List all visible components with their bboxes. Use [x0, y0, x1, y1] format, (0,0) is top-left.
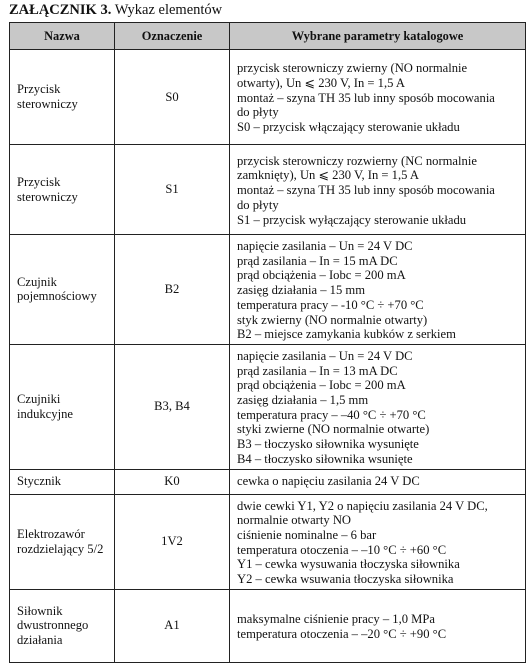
element-code: 1V2: [114, 493, 230, 590]
elements-table: Nazwa Oznaczenie Wybrane parametry katal…: [9, 22, 526, 663]
param-line: styki zwierne (NO normalnie otwarte): [237, 422, 430, 437]
element-params: dwie cewki Y1, Y2 o napięciu zasilania 2…: [229, 493, 526, 590]
param-line: montaż – szyna TH 35 lub inny sposób moc…: [237, 90, 495, 105]
param-line: maksymalne ciśnienie pracy – 1,0 MPa: [237, 612, 435, 627]
element-params: napięcie zasilania – Un = 24 V DC prąd z…: [229, 234, 526, 345]
element-code: S1: [114, 144, 230, 235]
param-line: cewka o napięciu zasilania 24 V DC: [237, 474, 420, 489]
column-header-params: Wybrane parametry katalogowe: [229, 22, 526, 50]
column-header-name: Nazwa: [9, 22, 115, 50]
element-code: B3, B4: [114, 343, 230, 470]
table-row: Przycisk sterowniczy S0 przycisk sterown…: [9, 49, 526, 145]
param-line: normalnie otwarty NO: [237, 513, 352, 528]
param-line: otwarty), Un ⩽ 230 V, In = 1,5 A: [237, 75, 405, 90]
element-name: Przycisk sterowniczy: [9, 144, 115, 235]
param-line: przycisk sterowniczy zwierny (NO normaln…: [237, 61, 468, 76]
param-line: Y1 – cewka wysuwania tłoczyska siłownika: [237, 557, 460, 572]
element-params: cewka o napięciu zasilania 24 V DC: [229, 468, 526, 495]
param-line: styk zwierny (NO normalnie otwarty): [237, 312, 428, 327]
param-line: napięcie zasilania – Un = 24 V DC: [237, 239, 413, 253]
param-line: przycisk sterowniczy rozwierny (NC norma…: [237, 153, 477, 168]
element-name: Siłownik dwustronnego działania: [9, 588, 115, 663]
param-line: dwie cewki Y1, Y2 o napięciu zasilania 2…: [237, 498, 488, 513]
param-line: temperatura pracy – –40 °C ÷ +70 °C: [237, 407, 426, 422]
page-title: ZAŁĄCZNIK 3. Wykaz elementów: [9, 1, 222, 19]
table-header-row: Nazwa Oznaczenie Wybrane parametry katal…: [9, 22, 526, 50]
element-params: przycisk sterowniczy zwierny (NO normaln…: [229, 49, 526, 145]
column-header-code: Oznaczenie: [114, 22, 230, 50]
param-line: montaż – szyna TH 35 lub inny sposób moc…: [237, 183, 495, 198]
param-line: temperatura otoczenia – –20 °C ÷ +90 °C: [237, 626, 447, 641]
param-line: prąd zasilania – In = 15 mA DC: [237, 253, 398, 268]
param-line: ciśnienie nominalne – 6 bar: [237, 527, 377, 542]
table-row: Przycisk sterowniczy S1 przycisk sterown…: [9, 144, 526, 235]
element-name: Czujniki indukcyjne: [9, 343, 115, 470]
param-line: zasięg działania – 15 mm: [237, 283, 365, 298]
param-line: prąd obciążenia – Iobc = 200 mA: [237, 378, 406, 393]
appendix-title: Wykaz elementów: [114, 2, 223, 18]
element-params: maksymalne ciśnienie pracy – 1,0 MPa tem…: [229, 588, 526, 663]
element-name: Przycisk sterowniczy: [9, 49, 115, 145]
table-row: Elektrozawór rozdzielający 5/2 1V2 dwie …: [9, 493, 526, 590]
param-line: B4 – tłoczysko siłownika wsunięte: [237, 451, 413, 466]
param-line: S0 – przycisk włączający sterowanie ukła…: [237, 120, 460, 135]
table-row: Stycznik K0 cewka o napięciu zasilania 2…: [9, 468, 526, 495]
param-line: temperatura otoczenia – –10 °C ÷ +60 °C: [237, 542, 447, 557]
param-line: Y2 – cewka wsuwania tłoczyska siłownika: [237, 572, 454, 587]
element-name: Elektrozawór rozdzielający 5/2: [9, 493, 115, 590]
param-line: B2 – miejsce zamykania kubków z serkiem: [237, 327, 456, 342]
param-line: B3 – tłoczysko siłownika wysunięte: [237, 437, 419, 452]
param-line: temperatura pracy – -10 °C ÷ +70 °C: [237, 297, 424, 312]
element-code: K0: [114, 468, 230, 495]
table-row: Czujniki indukcyjne B3, B4 napięcie zasi…: [9, 343, 526, 470]
param-line: zasięg działania – 1,5 mm: [237, 393, 369, 408]
table-row: Czujnik pojemnościowy B2 napięcie zasila…: [9, 234, 526, 345]
param-line: do płyty: [237, 197, 279, 212]
param-line: do płyty: [237, 105, 279, 120]
table-row: Siłownik dwustronnego działania A1 maksy…: [9, 588, 526, 663]
param-line: S1 – przycisk wyłączający sterowanie ukł…: [237, 212, 467, 227]
param-line: napięcie zasilania – Un = 24 V DC: [237, 348, 413, 363]
element-name: Stycznik: [9, 468, 115, 495]
param-line: zamknięty), Un ⩽ 230 V, In = 1,5 A: [237, 168, 419, 183]
appendix-label: ZAŁĄCZNIK 3.: [9, 2, 112, 18]
element-code: B2: [114, 234, 230, 345]
element-name: Czujnik pojemnościowy: [9, 234, 115, 345]
param-line: prąd zasilania – In = 13 mA DC: [237, 363, 398, 378]
element-params: przycisk sterowniczy rozwierny (NC norma…: [229, 144, 526, 235]
element-code: S0: [114, 49, 230, 145]
element-params: napięcie zasilania – Un = 24 V DC prąd z…: [229, 343, 526, 470]
element-code: A1: [114, 588, 230, 663]
param-line: prąd obciążenia – Iobc = 200 mA: [237, 268, 406, 283]
